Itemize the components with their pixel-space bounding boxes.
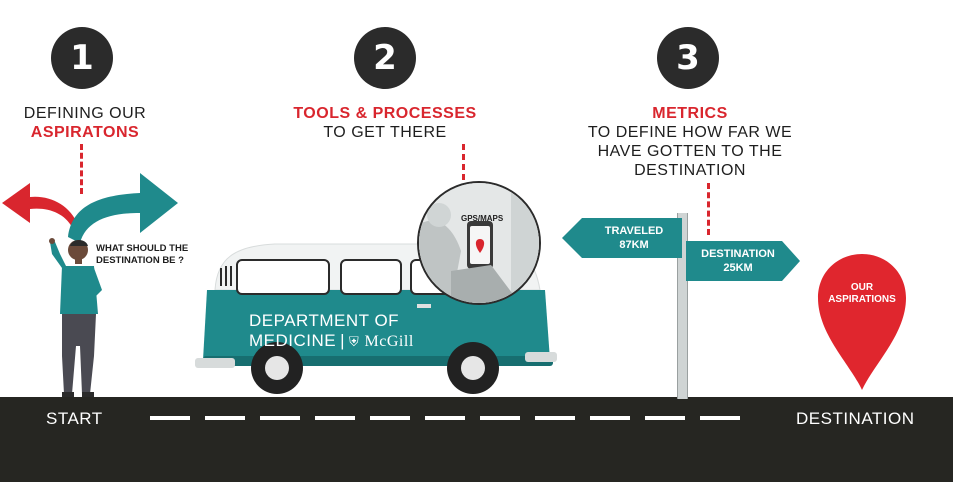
lane-dash xyxy=(370,416,410,420)
person-question-line2: DESTINATION BE ? xyxy=(96,255,184,266)
lane-dash xyxy=(590,416,630,420)
pin-line1: OUR xyxy=(850,282,874,293)
red-arrow-icon xyxy=(2,183,78,227)
gps-label: GPS/MAPS xyxy=(461,214,504,223)
mcgill-logo: McGill xyxy=(364,333,414,350)
pin-text: OUR ASPIRATIONS xyxy=(814,282,910,306)
lane-dash xyxy=(480,416,520,420)
lane-dash xyxy=(205,416,245,420)
lane-dash xyxy=(700,416,740,420)
teal-arrow-icon xyxy=(68,173,178,243)
step-2-text: TOOLS & PROCESSES TO GET THERE xyxy=(270,104,500,142)
step-1-dashed-line xyxy=(80,144,86,194)
destination-sign-text: DESTINATION 25KM xyxy=(688,247,788,275)
step-1-line1: DEFINING OUR xyxy=(23,105,147,122)
step-2-line2: TO GET THERE xyxy=(323,124,447,141)
van-text-line1: DEPARTMENT OF xyxy=(249,311,400,330)
gps-phone-icon xyxy=(417,181,541,305)
lane-dash xyxy=(535,416,575,420)
road-start-label: START xyxy=(46,409,103,428)
road-end-label: DESTINATION xyxy=(796,409,915,428)
destination-sign xyxy=(686,241,800,281)
van-text-line2: MEDICINE|⛨ McGill xyxy=(249,331,414,350)
step-2-number: 2 xyxy=(354,27,416,89)
mcgill-crest-icon: ⛨ xyxy=(349,334,360,349)
traveled-value: 87KM xyxy=(619,239,649,251)
destination-value: 25KM xyxy=(723,262,753,274)
person-icon xyxy=(49,238,102,397)
signpost-pole xyxy=(677,213,688,399)
step-3-line2: TO DEFINE HOW FAR WE xyxy=(587,124,793,141)
lane-dash xyxy=(150,416,190,420)
road xyxy=(0,397,953,482)
traveled-sign xyxy=(562,218,682,258)
location-pin-icon xyxy=(818,254,906,390)
step-1-number: 1 xyxy=(51,27,113,89)
direction-arrows-icon xyxy=(2,173,178,243)
step-1-text: DEFINING OUR ASPIRATONS xyxy=(0,104,170,142)
step-3-line4: DESTINATION xyxy=(634,162,746,179)
step-3-line3: HAVE GOTTEN TO THE xyxy=(597,143,783,160)
step-3-number: 3 xyxy=(657,27,719,89)
step-3-line1: METRICS xyxy=(652,105,728,122)
person-question: WHAT SHOULD THE DESTINATION BE ? xyxy=(96,243,188,267)
lane-dash xyxy=(425,416,465,420)
person-question-line1: WHAT SHOULD THE xyxy=(96,243,189,254)
destination-label: DESTINATION xyxy=(701,248,775,260)
lane-dash xyxy=(315,416,355,420)
traveled-sign-text: TRAVELED 87KM xyxy=(584,224,684,252)
step-3-text: METRICS TO DEFINE HOW FAR WE HAVE GOTTEN… xyxy=(570,104,810,180)
step-2-line1: TOOLS & PROCESSES xyxy=(293,105,477,122)
pin-line2: ASPIRATIONS xyxy=(828,294,896,305)
step-1-line2: ASPIRATONS xyxy=(30,124,140,141)
lane-dash xyxy=(645,416,685,420)
van-text-medicine: MEDICINE xyxy=(249,331,337,350)
traveled-label: TRAVELED xyxy=(604,225,664,237)
lane-dash xyxy=(260,416,300,420)
step-2-dashed-line xyxy=(462,144,468,180)
step-3-dashed-line xyxy=(707,183,713,235)
